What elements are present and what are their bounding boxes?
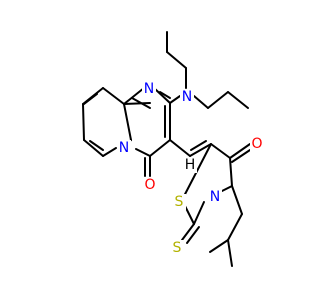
atom-n-ring-fused: N xyxy=(119,140,129,156)
atom-n-thiazolidinone: N xyxy=(210,189,220,205)
atom-labels: N N N O O S S N H xyxy=(117,81,264,256)
atom-n-amine: N xyxy=(182,89,192,105)
molecule-structure: N N N O O S S N H xyxy=(82,31,264,267)
atom-s-thione: S xyxy=(173,240,182,256)
bonds xyxy=(82,31,251,267)
atom-n-ring-top: N xyxy=(144,81,154,97)
atom-s-ring: S xyxy=(175,194,184,210)
atom-o-thiazolidinone: O xyxy=(251,136,262,152)
atom-h-vinyl: H xyxy=(185,157,196,173)
atom-o-pyrimidone: O xyxy=(144,177,155,193)
molecule-svg: N N N O O S S N H xyxy=(82,31,264,267)
